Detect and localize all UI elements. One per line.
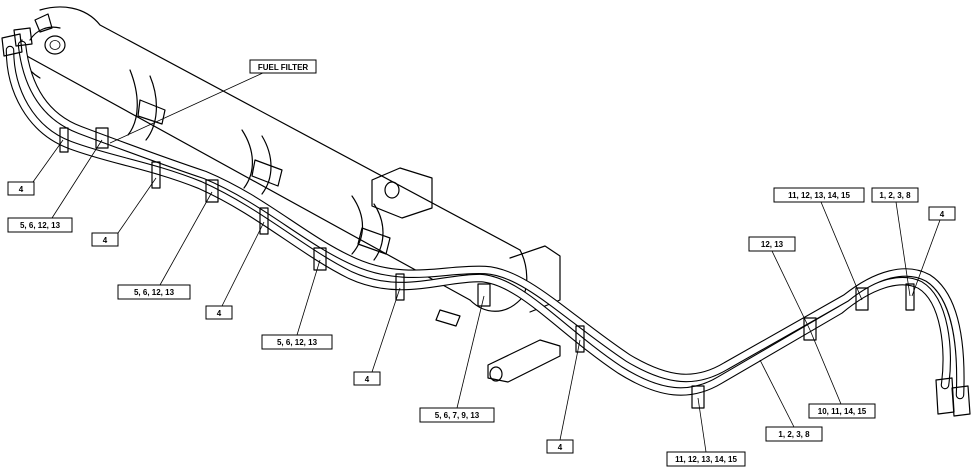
callout-c8: 5, 6, 7, 9, 13 [419, 407, 495, 423]
callout-c6: 5, 6, 12, 13 [261, 334, 333, 350]
callout-c11-text: 1, 2, 3, 8 [778, 430, 810, 439]
callout-c14-text: 11, 12, 13, 14, 15 [788, 191, 850, 200]
callout-c3: 4 [91, 232, 119, 247]
line-clamps [59, 127, 915, 409]
callout-c1: 4 [7, 181, 35, 196]
callout-c4-text: 5, 6, 12, 13 [134, 288, 175, 297]
fuel-filter-label: FUEL FILTER [249, 59, 317, 74]
callout-c6-text: 5, 6, 12, 13 [277, 338, 318, 347]
callout-c16-text: 4 [940, 210, 945, 219]
callout-c16: 4 [928, 206, 956, 221]
callout-c7-text: 4 [365, 375, 370, 384]
callout-c2: 5, 6, 12, 13 [7, 217, 73, 233]
fuel-lines [1, 27, 971, 417]
callout-c13: 12, 13 [748, 236, 796, 252]
fuel-filter-text: FUEL FILTER [258, 63, 309, 72]
callout-c15-text: 1, 2, 3, 8 [879, 191, 911, 200]
callout-c12-text: 10, 11, 14, 15 [818, 407, 867, 416]
callout-c1-text: 4 [19, 185, 24, 194]
callout-c11: 1, 2, 3, 8 [765, 426, 823, 442]
callout-c13-text: 12, 13 [761, 240, 784, 249]
callout-c10-text: 11, 12, 13, 14, 15 [675, 455, 737, 464]
callout-c8-text: 5, 6, 7, 9, 13 [435, 411, 480, 420]
callout-c4: 5, 6, 12, 13 [117, 284, 191, 300]
callout-c12: 10, 11, 14, 15 [808, 403, 876, 419]
callout-c10: 11, 12, 13, 14, 15 [666, 451, 746, 467]
callout-c9-text: 4 [558, 443, 563, 452]
callout-boxes: 4 5, 6, 12, 13 4 5, 6, 12, 13 4 5, 6, 12… [7, 181, 956, 467]
callout-c15: 1, 2, 3, 8 [871, 187, 919, 203]
fuel-tank [20, 6, 528, 327]
callout-c2-text: 5, 6, 12, 13 [20, 221, 61, 230]
callout-c9: 4 [546, 439, 574, 454]
callout-c14: 11, 12, 13, 14, 15 [773, 187, 865, 203]
leader-lines [32, 71, 941, 453]
callout-c7: 4 [353, 371, 381, 386]
callout-c3-text: 4 [103, 236, 108, 245]
callout-c5: 4 [205, 305, 233, 320]
callout-c5-text: 4 [217, 309, 222, 318]
